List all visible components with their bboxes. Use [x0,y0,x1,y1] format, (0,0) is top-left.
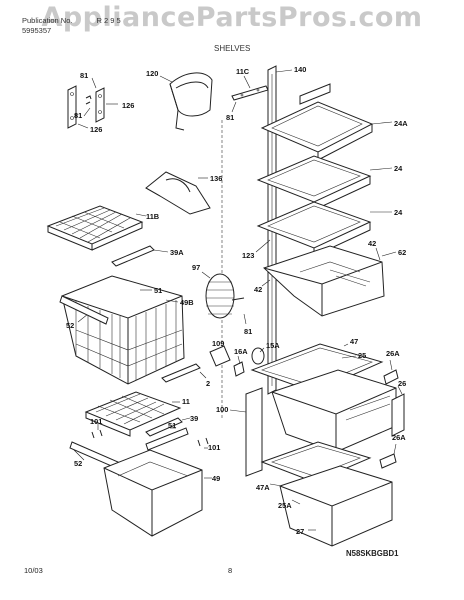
label-97: 97 [192,263,200,272]
label-26a: 26A [392,433,406,442]
footer-code: N58SKBGBD1 [346,549,399,558]
label-62: 62 [398,248,406,257]
label-140: 140 [294,65,306,74]
label-25a: 25A [278,501,292,510]
label-81: 81 [226,113,234,122]
drawer-25 [271,369,397,453]
label-51: 51 [168,421,176,430]
label-2: 2 [206,379,210,388]
label-26a: 26A [386,349,400,358]
label-120: 120 [146,69,158,78]
label-47: 47 [350,337,358,346]
cover-47a [260,441,372,483]
label-11: 11 [182,397,190,406]
label-101: 101 [90,417,102,426]
label-81: 81 [74,111,82,120]
label-100: 100 [216,405,228,414]
footer-page: 8 [228,566,233,575]
shelf-24-lower [256,201,372,257]
trim-39 [145,417,183,437]
slide-26a-upper [383,369,399,385]
label-25: 25 [358,351,366,360]
label-101: 101 [208,443,220,452]
trim-11c [231,85,269,101]
shelf-24-upper [256,155,372,211]
light-housing-109 [209,345,231,367]
label-26: 26 [398,379,406,388]
label-11c: 11C [236,67,250,76]
label-42: 42 [368,239,376,248]
watermark-text: AppliancePartsPros.com [41,2,423,33]
screw-81 [85,95,92,105]
label-47a: 47A [256,483,270,492]
slide-26a-lower [379,453,397,469]
shelf-24a [260,83,374,161]
label-51: 51 [154,286,162,295]
label-126: 126 [90,125,102,134]
wire-shelf-11 [84,391,182,437]
bracket-126-upper [95,87,105,123]
rail-51-lower [145,427,189,451]
bracket-126-lower [67,85,77,129]
label-42: 42 [254,285,262,294]
trim-39a [111,245,155,267]
label-24: 24 [394,208,403,217]
bulb-15a [251,347,265,365]
bracket-100 [245,387,263,477]
label-126: 126 [122,101,134,110]
label-16a: 16A [234,347,248,356]
label-39a: 39A [170,248,184,257]
bin-49 [103,449,203,537]
label-52: 52 [74,459,82,468]
publication-number: 5995357 [22,26,52,35]
crisper-62 [263,245,385,317]
coil-97 [205,273,245,319]
wire-basket-49b [61,275,185,385]
publication-suffix: R 2 9 5 [96,16,121,25]
section-title: SHELVES [214,44,251,53]
label-109: 109 [212,339,224,348]
rail-52-upper [59,295,109,325]
label-81: 81 [244,327,252,336]
tray-136 [145,171,211,215]
label-49b: 49B [180,298,194,307]
trim-2 [161,363,201,383]
label-27: 27 [296,527,304,536]
label-39: 39 [190,414,198,423]
publication-text: Publication No. [22,16,73,25]
label-136: 136 [210,174,222,183]
label-11b: 11B [146,212,159,221]
socket-16a [233,361,245,377]
wire-shelf-11b [46,205,144,251]
slide-26 [391,393,405,437]
bin-120 [169,72,213,131]
label-81: 81 [80,71,88,80]
footer-date: 10/03 [24,566,43,575]
label-24a: 24A [394,119,408,128]
label-24: 24 [394,164,403,173]
drawer-27 [279,465,393,547]
label-123: 123 [242,251,254,260]
label-49: 49 [212,474,220,483]
label-15a: 15A [266,341,280,350]
label-52: 52 [66,321,74,330]
publication-label: Publication No. R 2 9 5 [22,16,121,25]
